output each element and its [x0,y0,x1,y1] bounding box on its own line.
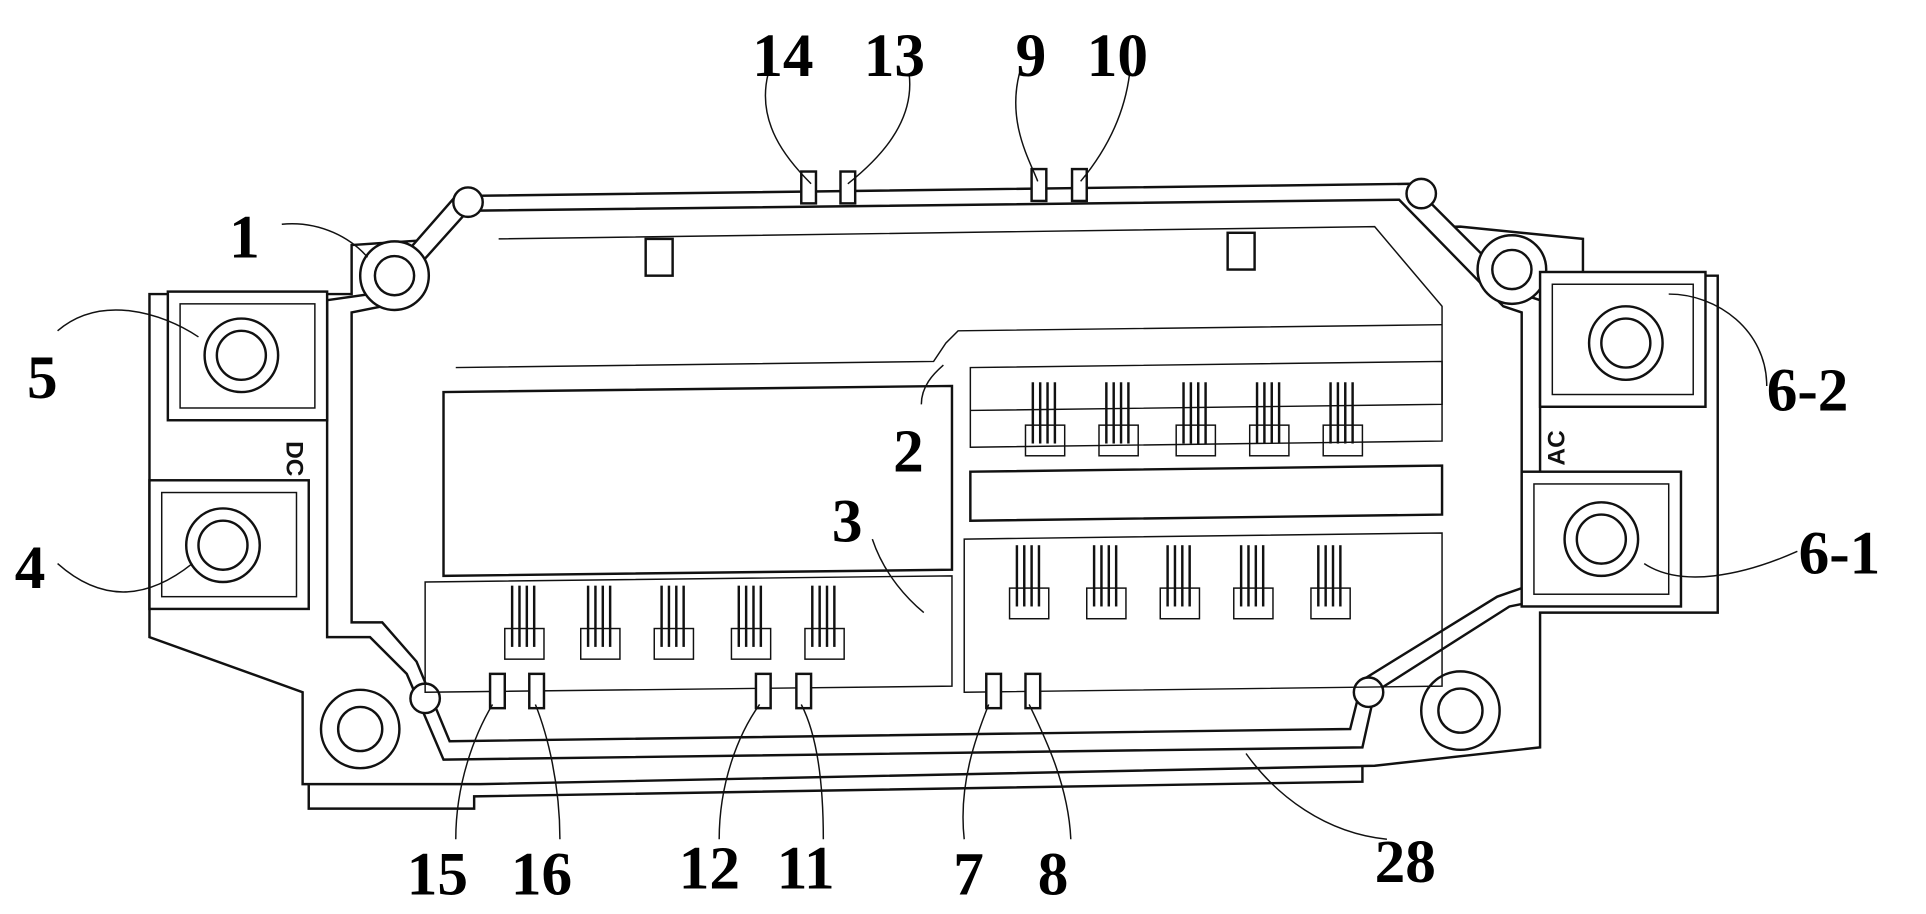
label-11: 11 [777,834,835,902]
label-10: 10 [1087,22,1148,90]
label-1: 1 [229,203,260,271]
label-5: 5 [27,344,58,412]
label-13: 13 [864,22,925,90]
ac-mark: AC [1544,430,1571,466]
label-7: 7 [953,840,984,908]
label-8: 8 [1038,840,1069,908]
label-4: 4 [15,534,46,602]
label-2: 2 [893,418,924,486]
label-6-2: 6-2 [1767,356,1849,424]
label-6-1: 6-1 [1799,519,1881,587]
label-9: 9 [1016,22,1047,90]
label-3: 3 [832,488,863,556]
label-28: 28 [1375,828,1436,896]
label-15: 15 [407,840,468,908]
label-14: 14 [752,22,813,90]
dc-mark: DC [281,441,308,477]
label-12: 12 [679,834,740,902]
label-16: 16 [511,840,572,908]
